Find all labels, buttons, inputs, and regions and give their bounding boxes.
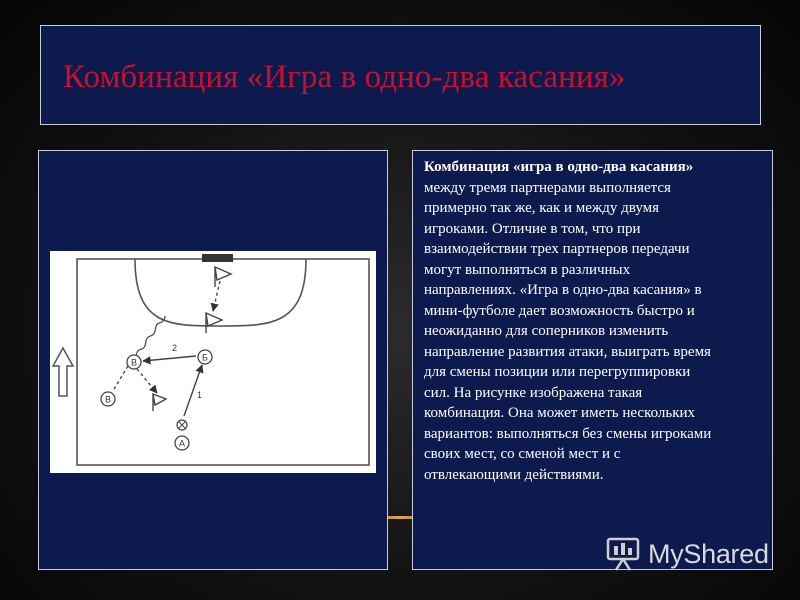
court-outline bbox=[76, 258, 370, 466]
watermark-text: MyShared bbox=[648, 538, 769, 569]
dribble-line bbox=[135, 315, 166, 357]
description-bold-lead: Комбинация «игра в одно-два касания» bbox=[424, 159, 694, 175]
shot-line bbox=[210, 280, 221, 312]
pass-line-to-v bbox=[113, 365, 129, 390]
projector-screen-icon bbox=[606, 537, 640, 571]
slide-title: Комбинация «Игра в одно-два касания» bbox=[63, 59, 626, 95]
court-drawing: 1 2 А Б В bbox=[51, 254, 370, 466]
player-v-left: В bbox=[100, 391, 116, 407]
player-label: Б bbox=[202, 353, 208, 363]
description-text: Комбинация «игра в одно-два касания» меж… bbox=[424, 157, 769, 485]
player-b: Б bbox=[197, 349, 213, 365]
player-label: В bbox=[105, 395, 111, 405]
ball-icon bbox=[176, 419, 188, 431]
pass-number-1: 1 bbox=[197, 390, 202, 400]
flag-icon bbox=[205, 311, 224, 333]
title-panel: Комбинация «Игра в одно-два касания» bbox=[40, 25, 761, 125]
pass-number-2: 2 bbox=[172, 343, 177, 353]
attack-direction-arrow-icon bbox=[51, 346, 75, 397]
player-label: В bbox=[131, 358, 137, 368]
description-body: между тремя партнерами выполняется приме… bbox=[424, 179, 712, 483]
run-line-v bbox=[136, 368, 158, 394]
diagram-panel: 1 2 А Б В bbox=[38, 150, 388, 570]
flag-icon bbox=[214, 265, 233, 287]
text-panel: Комбинация «игра в одно-два касания» меж… bbox=[412, 150, 773, 570]
pass-line-1 bbox=[183, 364, 204, 417]
player-v-center: В bbox=[126, 354, 142, 370]
watermark: MyShared bbox=[604, 534, 769, 574]
goal bbox=[202, 254, 233, 262]
player-label: А bbox=[179, 439, 185, 449]
tactical-diagram: 1 2 А Б В bbox=[50, 251, 376, 473]
decorative-glow-line bbox=[300, 516, 500, 519]
player-a: А bbox=[174, 435, 190, 451]
flag-icon bbox=[152, 392, 168, 411]
pass-line-2 bbox=[142, 355, 197, 365]
penalty-arc bbox=[134, 258, 307, 327]
